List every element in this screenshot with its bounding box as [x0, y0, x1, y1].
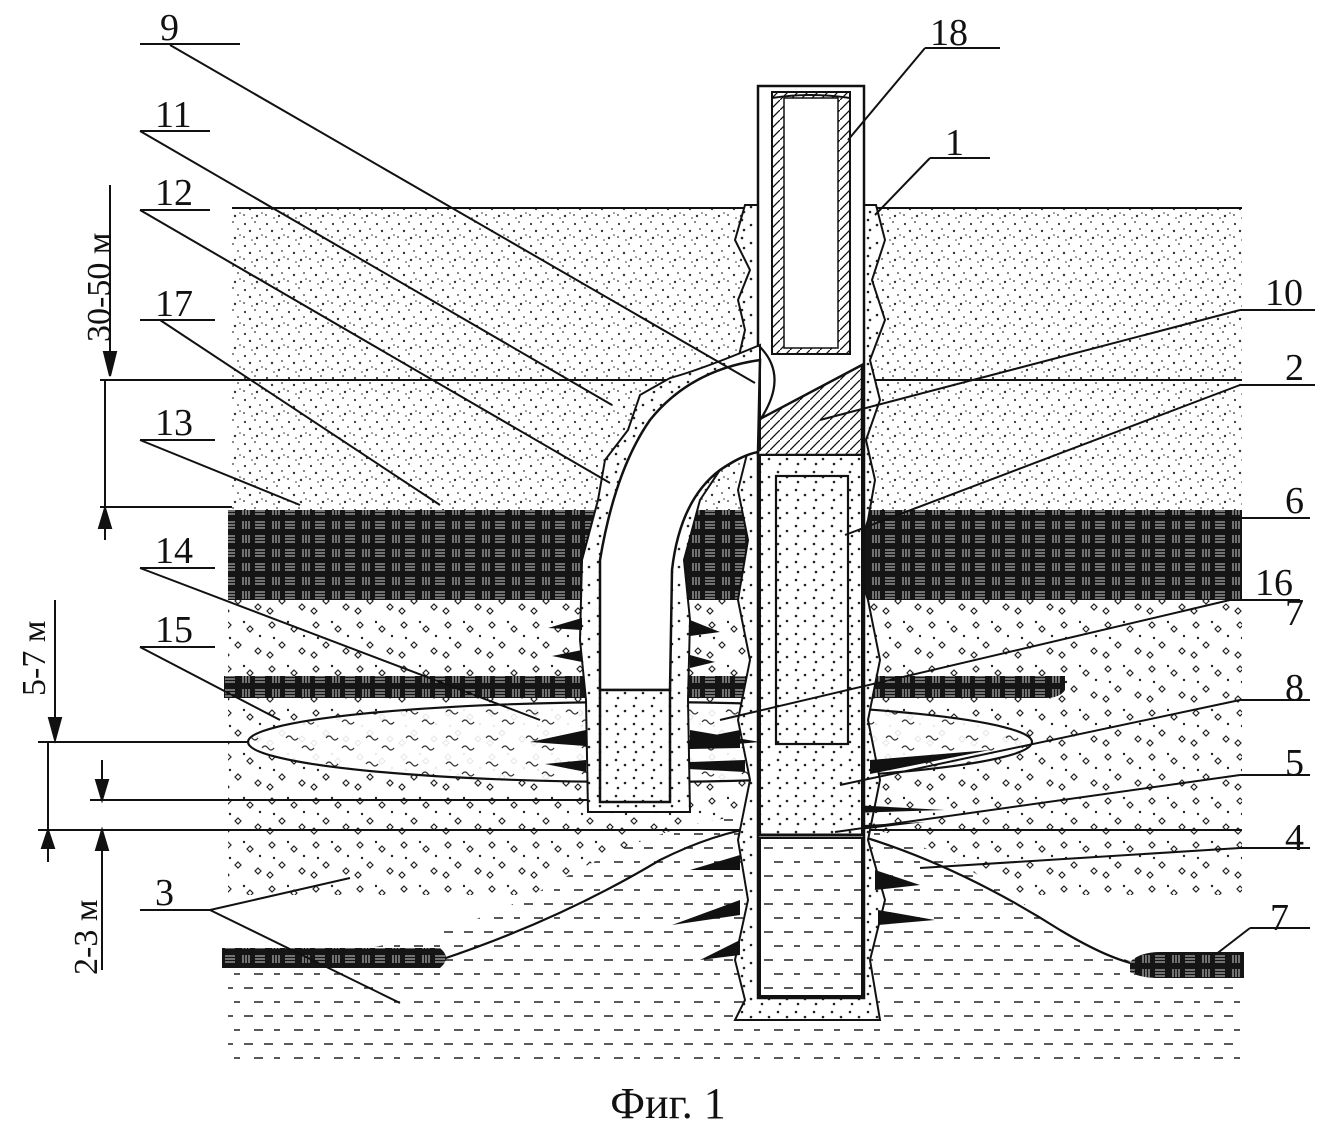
tubing-18-bore [784, 98, 838, 348]
label-13: 13 [155, 402, 193, 444]
label-12: 12 [155, 172, 193, 214]
label-9: 9 [160, 7, 179, 49]
dimension-5-7: 5-7 м [16, 621, 53, 696]
label-17: 17 [155, 283, 193, 325]
label-5: 5 [1285, 742, 1304, 784]
thin-seam-lower-left [222, 948, 446, 968]
label-7-upper: 7 [1285, 592, 1304, 634]
coal-seam-upper [228, 510, 1242, 600]
label-6: 6 [1285, 480, 1304, 522]
label-10: 10 [1265, 272, 1303, 314]
label-8: 8 [1285, 667, 1304, 709]
lower-casing-section [760, 838, 862, 996]
label-4: 4 [1285, 817, 1304, 859]
figure-caption: Фиг. 1 [610, 1079, 725, 1128]
label-11: 11 [155, 94, 192, 136]
label-7-lower: 7 [1270, 897, 1289, 939]
dimension-30-50: 30-50 м [81, 233, 118, 342]
label-2: 2 [1285, 347, 1304, 389]
label-15: 15 [155, 609, 193, 651]
label-3: 3 [155, 872, 174, 914]
label-14: 14 [155, 530, 193, 572]
sidetrack-cement-plug [600, 690, 670, 802]
dimension-2-3: 2-3 м [68, 900, 105, 975]
label-18: 18 [930, 12, 968, 54]
thin-seam-lower-right [1130, 952, 1244, 978]
label-1: 1 [945, 122, 964, 164]
